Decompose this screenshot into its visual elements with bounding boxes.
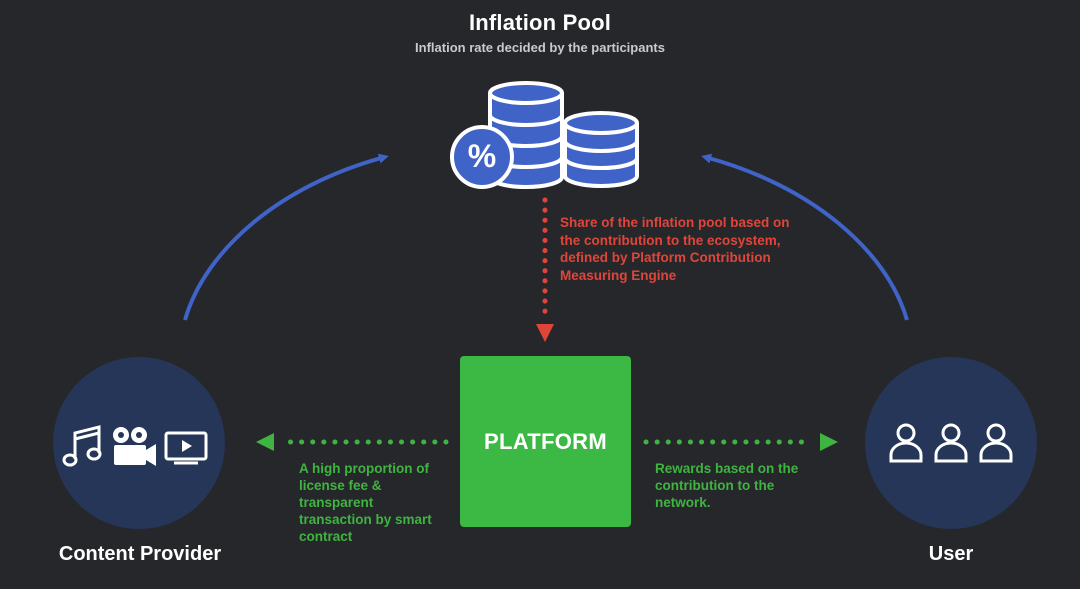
percent-symbol: % (467, 138, 497, 174)
user-label: User (928, 543, 974, 565)
person-icon (934, 423, 968, 463)
person-icon (889, 423, 923, 463)
content-provider-label: Content Provider (58, 543, 222, 565)
platform-box: PLATFORM (460, 356, 631, 527)
inflation-share-arrowhead (536, 324, 554, 342)
percent-coin-icon (450, 125, 514, 189)
content-provider-circle (53, 357, 225, 529)
platform-to-user-arrowhead (820, 433, 838, 451)
video-camera-icon (113, 427, 156, 466)
content-provider-note: A high proportion of license fee & trans… (299, 461, 432, 544)
diagram-subtitle: Inflation rate decided by the participan… (415, 40, 665, 55)
inflation-share-note: Share of the inflation pool based on the… (560, 215, 790, 283)
music-icon (62, 425, 102, 467)
platform-to-provider-arrowhead (256, 433, 274, 451)
tv-icon (164, 431, 208, 465)
user-circle (865, 357, 1037, 529)
coin-stacks-icon (450, 81, 639, 189)
left-curved-arrow (183, 153, 389, 321)
right-curved-arrow (701, 153, 909, 321)
person-icon (979, 423, 1013, 463)
user-note: Rewards based on the contribution to the… (655, 461, 799, 510)
diagram-title: Inflation Pool (468, 10, 612, 35)
platform-label: PLATFORM (484, 428, 607, 454)
